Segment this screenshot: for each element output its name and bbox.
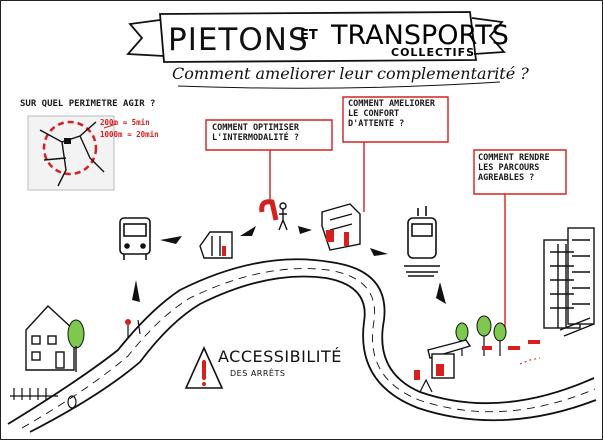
pedestrian-icon: [278, 202, 288, 231]
perimeter-question: SUR QUEL PERIMETRE AGIR ?: [20, 99, 156, 109]
question-intermodality: COMMENT OPTIMISER L'INTERMODALITÉ ?: [212, 123, 299, 143]
title-banner: [126, 11, 506, 63]
road-centerline: [21, 268, 596, 429]
flow-arrows: [132, 226, 446, 304]
bus-stop-icon: [199, 231, 233, 259]
exclamation-icon: [184, 346, 224, 389]
bus-icon: [119, 217, 151, 260]
accessibility-title: ACCESSIBILITÉ: [218, 347, 342, 366]
scale-200m: 200m ≈ 5min: [100, 118, 150, 127]
title-conjunction: ET: [300, 28, 318, 43]
scale-1000m: 1000m ≈ 20min: [100, 130, 159, 139]
accessibility-subtitle: DES ARRÊTS: [230, 369, 286, 378]
waiting-shelter-icon: [321, 203, 361, 251]
benches: [482, 340, 540, 350]
winding-road: [7, 258, 597, 433]
subtitle: Comment ameliorer leur complementarité ?: [172, 64, 529, 83]
question-pleasant-routes: COMMENT RENDRE LES PARCOURS AGREABLES ?: [478, 153, 550, 183]
perimeter-map: [27, 115, 115, 191]
fence: [10, 388, 58, 400]
pedestrian-accent: [259, 199, 279, 221]
title-collectifs: COLLECTIFS: [391, 46, 476, 59]
title-transports: TRANSPORTS: [331, 20, 509, 51]
title-main: PIETONS: [168, 22, 309, 58]
subtitle-underline: [177, 81, 501, 89]
house-icon: [25, 305, 75, 371]
small-triangle: [419, 378, 433, 393]
path-dots: [519, 357, 541, 365]
right-bus-stop-icon: [414, 339, 472, 380]
stop-sign-icon: [125, 319, 141, 338]
tram-icon: [404, 206, 440, 277]
question-connectors: [205, 96, 567, 336]
question-waiting-comfort: COMMENT AMELIORER LE CONFORT D'ATTENTE ?: [348, 99, 435, 129]
small-figure: [67, 395, 77, 409]
tree-icon: [67, 319, 85, 372]
buildings-icon: [543, 227, 595, 337]
tree-group: [455, 315, 507, 356]
